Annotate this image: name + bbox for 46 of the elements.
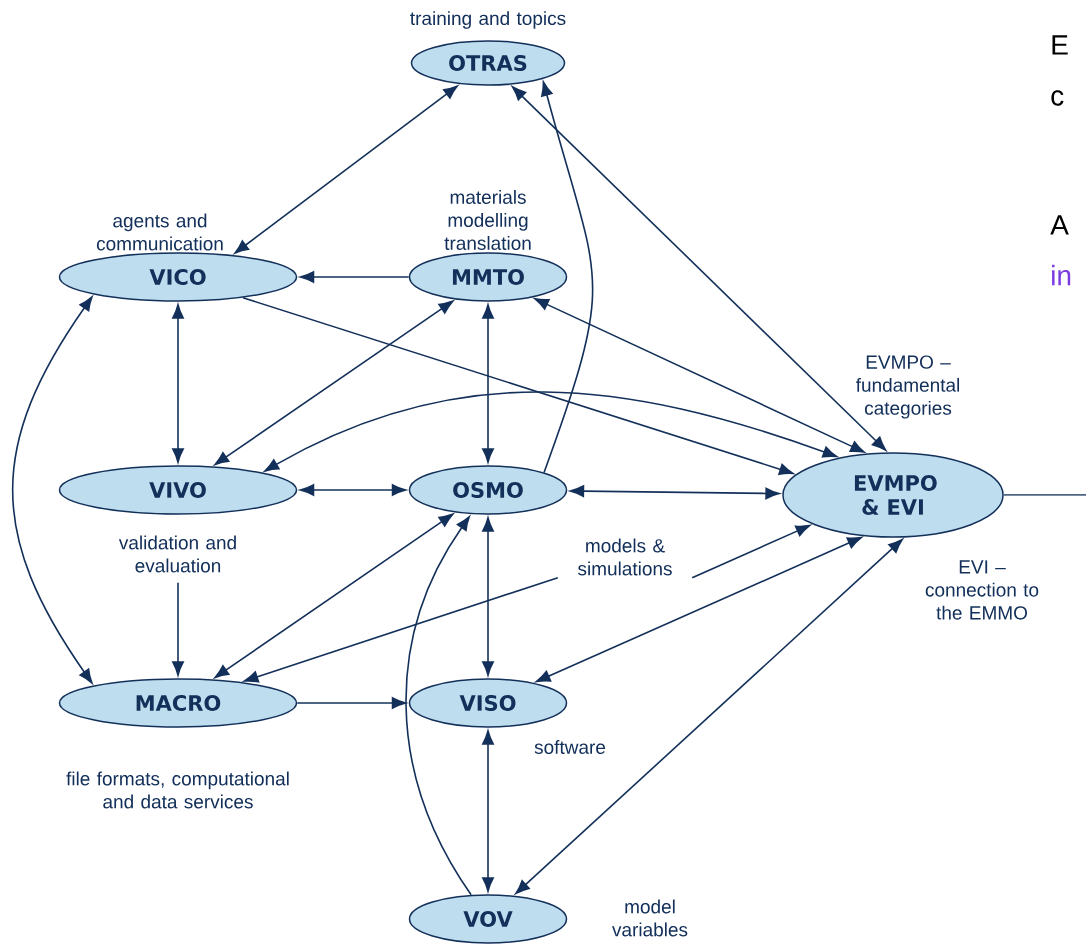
arrow (11, 296, 93, 684)
arrow (691, 524, 811, 579)
arrow (299, 484, 407, 496)
node-caption: models & simulations (578, 538, 672, 576)
ellipse-node: MACRO (58, 678, 298, 728)
arrow (172, 581, 184, 676)
ellipse-node: VIVO (58, 465, 298, 515)
cropped-text: in (1052, 264, 1071, 286)
arrow (234, 85, 459, 254)
ellipse-node: VICO (58, 252, 298, 302)
cropped-text: c (1051, 90, 1064, 106)
arrow (242, 296, 794, 476)
arrow (482, 304, 494, 463)
node-caption: EVI – connection to the EMMO (925, 560, 1039, 620)
arrow (296, 697, 407, 709)
arrow (243, 576, 559, 683)
arrow (541, 81, 594, 474)
ellipse-node: VOV (408, 894, 568, 944)
arrow (299, 271, 410, 283)
arrow (569, 485, 780, 500)
cropped-text: E (1052, 35, 1068, 55)
arrow (214, 300, 454, 466)
ellipse-node: EVMPO & EVI (782, 452, 1004, 538)
arrow (534, 298, 865, 453)
arrow (172, 304, 184, 463)
arrow (482, 517, 494, 676)
arrow (214, 513, 454, 679)
cropped-text: A (1050, 215, 1069, 235)
node-caption: training and topics (410, 11, 566, 29)
ellipse-node: MMTO (408, 252, 568, 302)
node-caption: agents and communication (96, 213, 223, 251)
node-caption: file formats, computational and data services (66, 771, 289, 809)
ellipse-node: OTRAS (410, 40, 566, 86)
arrow (405, 516, 472, 896)
node-caption: model variables (612, 899, 688, 937)
node-caption: software (534, 740, 606, 754)
node-caption: validation and evaluation (118, 535, 236, 573)
arrow (264, 391, 838, 472)
arrow (535, 536, 862, 683)
arrow (482, 730, 494, 892)
arrow (511, 86, 887, 451)
arrow (515, 538, 903, 895)
ellipse-node: VISO (408, 678, 568, 728)
ellipse-node: OSMO (408, 465, 568, 515)
node-caption: EVMPO – fundamental categories (856, 355, 959, 419)
node-caption: materials modelling translation (444, 190, 531, 250)
